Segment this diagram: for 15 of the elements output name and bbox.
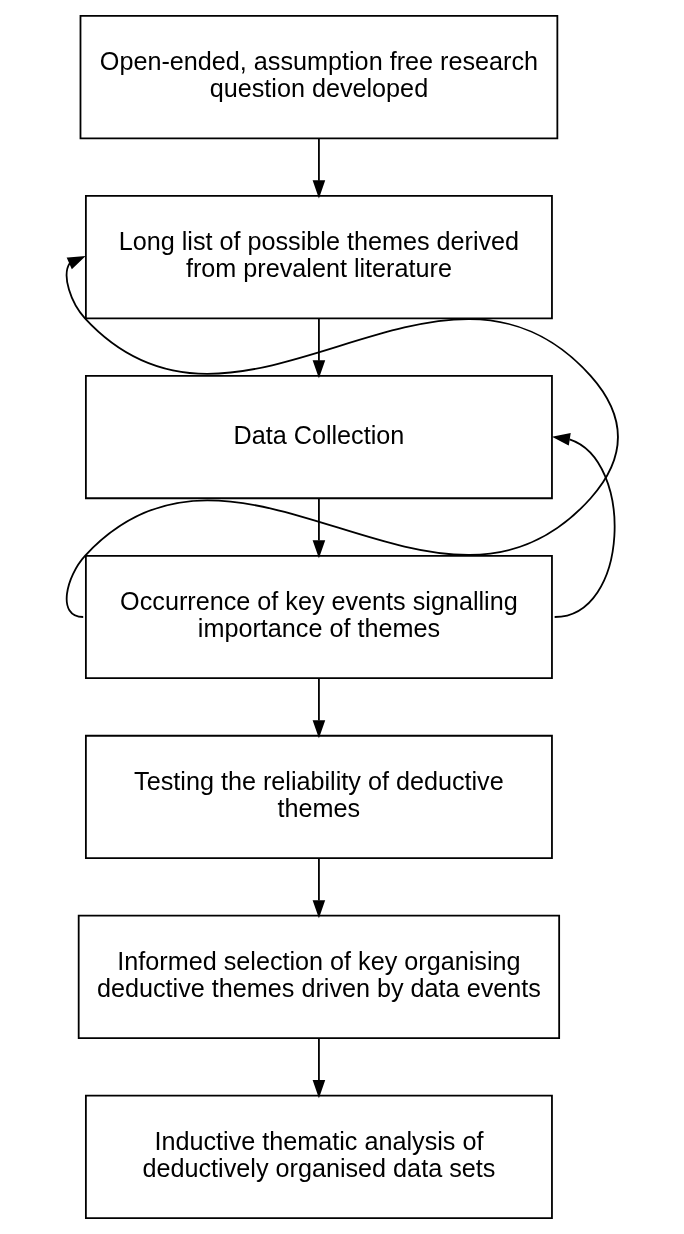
- node-box: Data Collection: [84, 374, 553, 500]
- node-box: Occurrence of key events signalling importance of themes: [84, 554, 553, 680]
- node-box: Long list of possible themes derived from prevalent literature: [84, 195, 553, 320]
- node-box: Open-ended, assumption free research question developed: [79, 15, 559, 140]
- node-box: Inductive thematic analysis of deductively organised data sets: [84, 1094, 553, 1219]
- arrow: [312, 497, 326, 559]
- arrow: [312, 857, 326, 919]
- node-box: Informed selection of key organising deductive themes driven by data events: [77, 914, 561, 1039]
- arrow: [312, 1037, 326, 1099]
- arrow: [312, 137, 326, 199]
- arrow: [312, 317, 326, 379]
- node-box: Testing the reliability of deductive themes: [84, 734, 553, 860]
- arrow: [65, 256, 619, 618]
- arrow: [551, 433, 616, 618]
- arrow: [312, 677, 326, 739]
